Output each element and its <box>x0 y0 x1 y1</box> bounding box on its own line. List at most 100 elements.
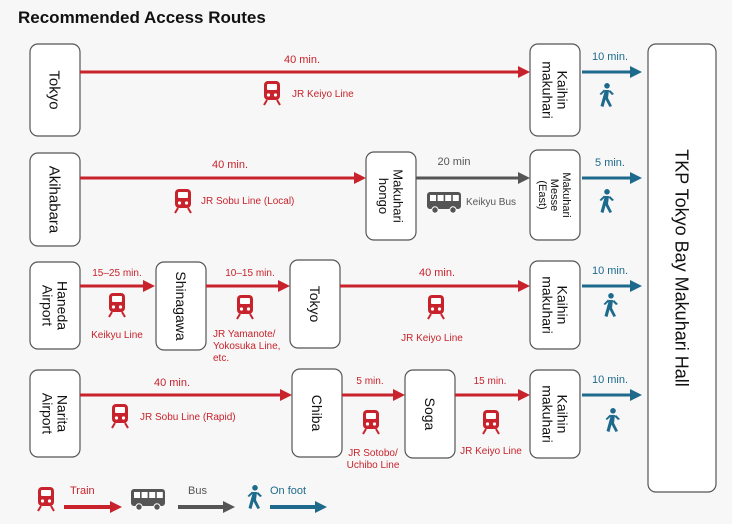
route3-line-2: JR Yamanote/ <box>213 329 276 340</box>
route3-line-3: JR Keiyo Line <box>401 333 463 344</box>
bus-window <box>445 195 452 201</box>
route3-train-arrow-1-head <box>143 280 155 292</box>
origin-haneda-airport <box>29 261 81 350</box>
walk-icon <box>599 189 614 213</box>
train-icon <box>362 410 380 435</box>
walk-head <box>252 485 258 491</box>
legend-bus-arrow-head <box>223 501 235 513</box>
route3-walk-arrow-head <box>630 280 642 292</box>
train-rail-left <box>174 207 179 214</box>
route4-line-2: Uchibo Line <box>347 460 400 471</box>
route3-line-1: Keikyu Line <box>91 330 143 341</box>
station-kaihin-1-text: Kaihin <box>555 71 571 110</box>
route3-line-2: etc. <box>213 353 229 364</box>
train-body <box>363 410 379 429</box>
legend-train-label: Train <box>70 485 95 497</box>
train-window <box>267 84 277 90</box>
walk-body <box>604 300 616 317</box>
route4-walk-time: 10 min. <box>592 374 628 386</box>
train-rail-right <box>375 428 380 435</box>
bus-wheel-rear <box>153 503 161 511</box>
walk-head <box>610 408 616 414</box>
stop-chiba-label: Chiba <box>309 395 325 432</box>
stop-tokyo <box>289 259 341 349</box>
train-rail-left <box>37 505 42 512</box>
train-rail-left <box>236 313 241 320</box>
train-rail-left <box>108 311 113 318</box>
walk-icon <box>599 83 614 107</box>
train-light-right <box>47 499 52 503</box>
stop-tokyo-label: Tokyo <box>307 286 323 323</box>
train-body <box>264 81 280 100</box>
station-kaihin-3 <box>529 260 581 350</box>
walk-arm-front <box>612 300 618 305</box>
station-makuhari-messe-text: Makuhari <box>560 172 572 217</box>
station-kaihin-4-text: Kaihin <box>555 395 571 434</box>
route2-bus-line: Keikyu Bus <box>466 197 516 208</box>
train-light-left <box>485 422 490 426</box>
walk-arm-front <box>256 492 262 497</box>
train-light-right <box>246 307 251 311</box>
route3-time-2: 10–15 min. <box>225 268 274 279</box>
train-light-right <box>437 307 442 311</box>
walk-arm-front <box>608 90 614 95</box>
bus-window <box>430 195 436 201</box>
legend-bus-label: Bus <box>188 485 207 497</box>
train-body <box>483 410 499 429</box>
walk-head <box>604 83 610 89</box>
walk-body <box>600 90 612 107</box>
stop-shinagawa-label: Shinagawa <box>173 271 189 340</box>
stop-tokyo-text: Tokyo <box>307 286 323 323</box>
train-icon <box>174 189 192 214</box>
train-icon <box>263 81 281 106</box>
bus-window <box>134 492 140 498</box>
train-light-right <box>372 422 377 426</box>
train-window <box>112 296 122 302</box>
bus-window <box>141 492 148 498</box>
stop-chiba <box>291 368 343 458</box>
train-icon <box>108 293 126 318</box>
train-window <box>366 413 376 419</box>
destination-hall <box>647 43 717 493</box>
origin-tokyo <box>29 43 81 137</box>
train-light-left <box>239 307 244 311</box>
train-rail-right <box>495 428 500 435</box>
stop-soga <box>404 369 456 459</box>
train-rail-left <box>427 313 432 320</box>
origin-narita-airport <box>29 369 81 458</box>
train-rail-left <box>482 428 487 435</box>
station-kaihin-4 <box>529 369 581 459</box>
train-body <box>237 295 253 314</box>
route3-walk-time: 10 min. <box>592 265 628 277</box>
train-light-left <box>266 93 271 97</box>
train-window <box>431 298 441 304</box>
train-icon <box>427 295 445 320</box>
origin-tokyo-text: Tokyo <box>46 70 63 109</box>
route4-train-arrow-3-head <box>518 389 530 401</box>
station-makuhari-messe-text: (East) <box>536 180 548 209</box>
page-title: Recommended Access Routes <box>18 8 266 27</box>
route1-line: JR Keiyo Line <box>292 89 354 100</box>
walk-arm-back <box>247 491 254 497</box>
route4-train-arrow-1-head <box>280 389 292 401</box>
station-makuhari-messe <box>529 149 581 241</box>
route2-line: JR Sobu Line (Local) <box>201 196 294 207</box>
train-body <box>109 293 125 312</box>
route1-walk-time: 10 min. <box>592 51 628 63</box>
walk-head <box>608 293 614 299</box>
route2-time: 40 min. <box>212 159 248 171</box>
destination-hall-label: TKP Tokyo Bay Makuhari Hall <box>672 149 692 386</box>
route3-train-arrow-2-head <box>278 280 290 292</box>
train-rail-right <box>124 422 129 429</box>
walk-arm-front <box>608 196 614 201</box>
route3-time-3: 40 min. <box>419 267 455 279</box>
walk-body <box>248 492 260 509</box>
route2-train-arrow-head <box>354 172 366 184</box>
train-body <box>38 487 54 506</box>
